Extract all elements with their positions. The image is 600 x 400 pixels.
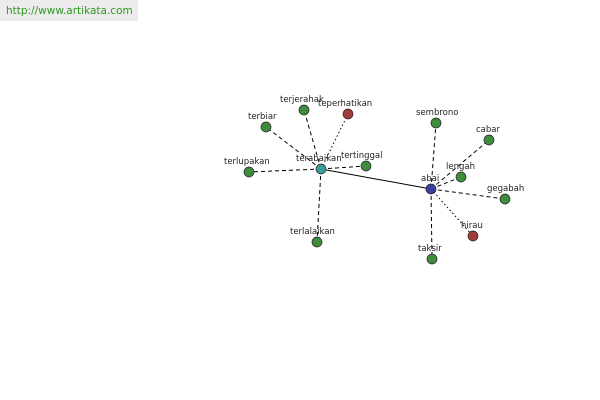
- node-label-tertinggal: tertinggal: [341, 151, 383, 161]
- node-label-lengah: lengah: [446, 162, 475, 172]
- edge-terabaikan-terlalaikan: [316, 168, 322, 243]
- node-marker-terlalaikan[interactable]: [311, 236, 323, 248]
- node-label-terjerahak: terjerahak: [280, 95, 324, 105]
- node-marker-tertinggal[interactable]: [360, 160, 372, 172]
- node-marker-abai[interactable]: [425, 183, 437, 195]
- node-marker-sembrono[interactable]: [430, 117, 442, 129]
- node-label-taksir: taksir: [418, 244, 442, 254]
- edge-terabaikan-terjerahak: [303, 109, 322, 170]
- node-marker-hirau[interactable]: [467, 230, 479, 242]
- edge-abai-taksir: [430, 188, 433, 260]
- edge-abai-hirau: [430, 188, 474, 237]
- node-sembrono[interactable]: sembrono: [416, 108, 458, 129]
- node-marker-terlupakan[interactable]: [243, 166, 255, 178]
- node-marker-cabar[interactable]: [483, 134, 495, 146]
- node-label-terabaikan: terabaikan: [296, 154, 342, 164]
- node-label-cabar: cabar: [476, 125, 500, 135]
- node-terperhatikan[interactable]: teperhatikan: [318, 99, 372, 120]
- node-label-hirau: hirau: [461, 221, 483, 231]
- node-marker-terperhatikan[interactable]: [342, 108, 354, 120]
- nodes-layer: terabaikan abai terbiarterjerahakteperhati…: [224, 95, 524, 265]
- edges-layer: [248, 109, 506, 260]
- node-terbiar[interactable]: terbiar: [248, 112, 277, 133]
- node-marker-gegabah[interactable]: [499, 193, 511, 205]
- node-label-abai: abai: [421, 174, 439, 184]
- edge-terabaikan-abai: [320, 168, 432, 190]
- node-label-sembrono: sembrono: [416, 108, 458, 118]
- node-label-terlalaikan: terlalaikan: [290, 227, 335, 237]
- edge-terabaikan-terbiar: [265, 126, 322, 170]
- node-marker-terjerahak[interactable]: [298, 104, 310, 116]
- node-terlupakan[interactable]: terlupakan: [224, 157, 270, 178]
- node-abai[interactable]: abai: [421, 174, 439, 195]
- node-marker-lengah[interactable]: [455, 171, 467, 183]
- node-label-terbiar: terbiar: [248, 112, 277, 122]
- node-terabaikan[interactable]: terabaikan: [296, 154, 342, 175]
- node-taksir[interactable]: taksir: [418, 244, 442, 265]
- node-label-terperhatikan: teperhatikan: [318, 99, 372, 109]
- node-gegabah[interactable]: gegabah: [487, 184, 524, 205]
- edge-terabaikan-terlupakan: [248, 168, 322, 173]
- node-cabar[interactable]: cabar: [476, 125, 500, 146]
- node-hirau[interactable]: hirau: [461, 221, 483, 242]
- edge-abai-gegabah: [430, 188, 506, 200]
- url-bar: http://www.artikata.com: [0, 0, 138, 21]
- node-terlalaikan[interactable]: terlalaikan: [290, 227, 335, 248]
- node-lengah[interactable]: lengah: [446, 162, 475, 183]
- node-marker-terabaikan[interactable]: [315, 163, 327, 175]
- edge-terabaikan-tertinggal: [320, 165, 367, 170]
- edge-abai-lengah: [430, 176, 462, 190]
- node-marker-taksir[interactable]: [426, 253, 438, 265]
- node-marker-terbiar[interactable]: [260, 121, 272, 133]
- node-tertinggal[interactable]: tertinggal: [341, 151, 383, 172]
- node-label-gegabah: gegabah: [487, 184, 524, 194]
- node-terjerahak[interactable]: terjerahak: [280, 95, 324, 116]
- node-label-terlupakan: terlupakan: [224, 157, 270, 167]
- site-url-link[interactable]: http://www.artikata.com: [6, 4, 133, 17]
- edge-abai-cabar: [430, 139, 490, 190]
